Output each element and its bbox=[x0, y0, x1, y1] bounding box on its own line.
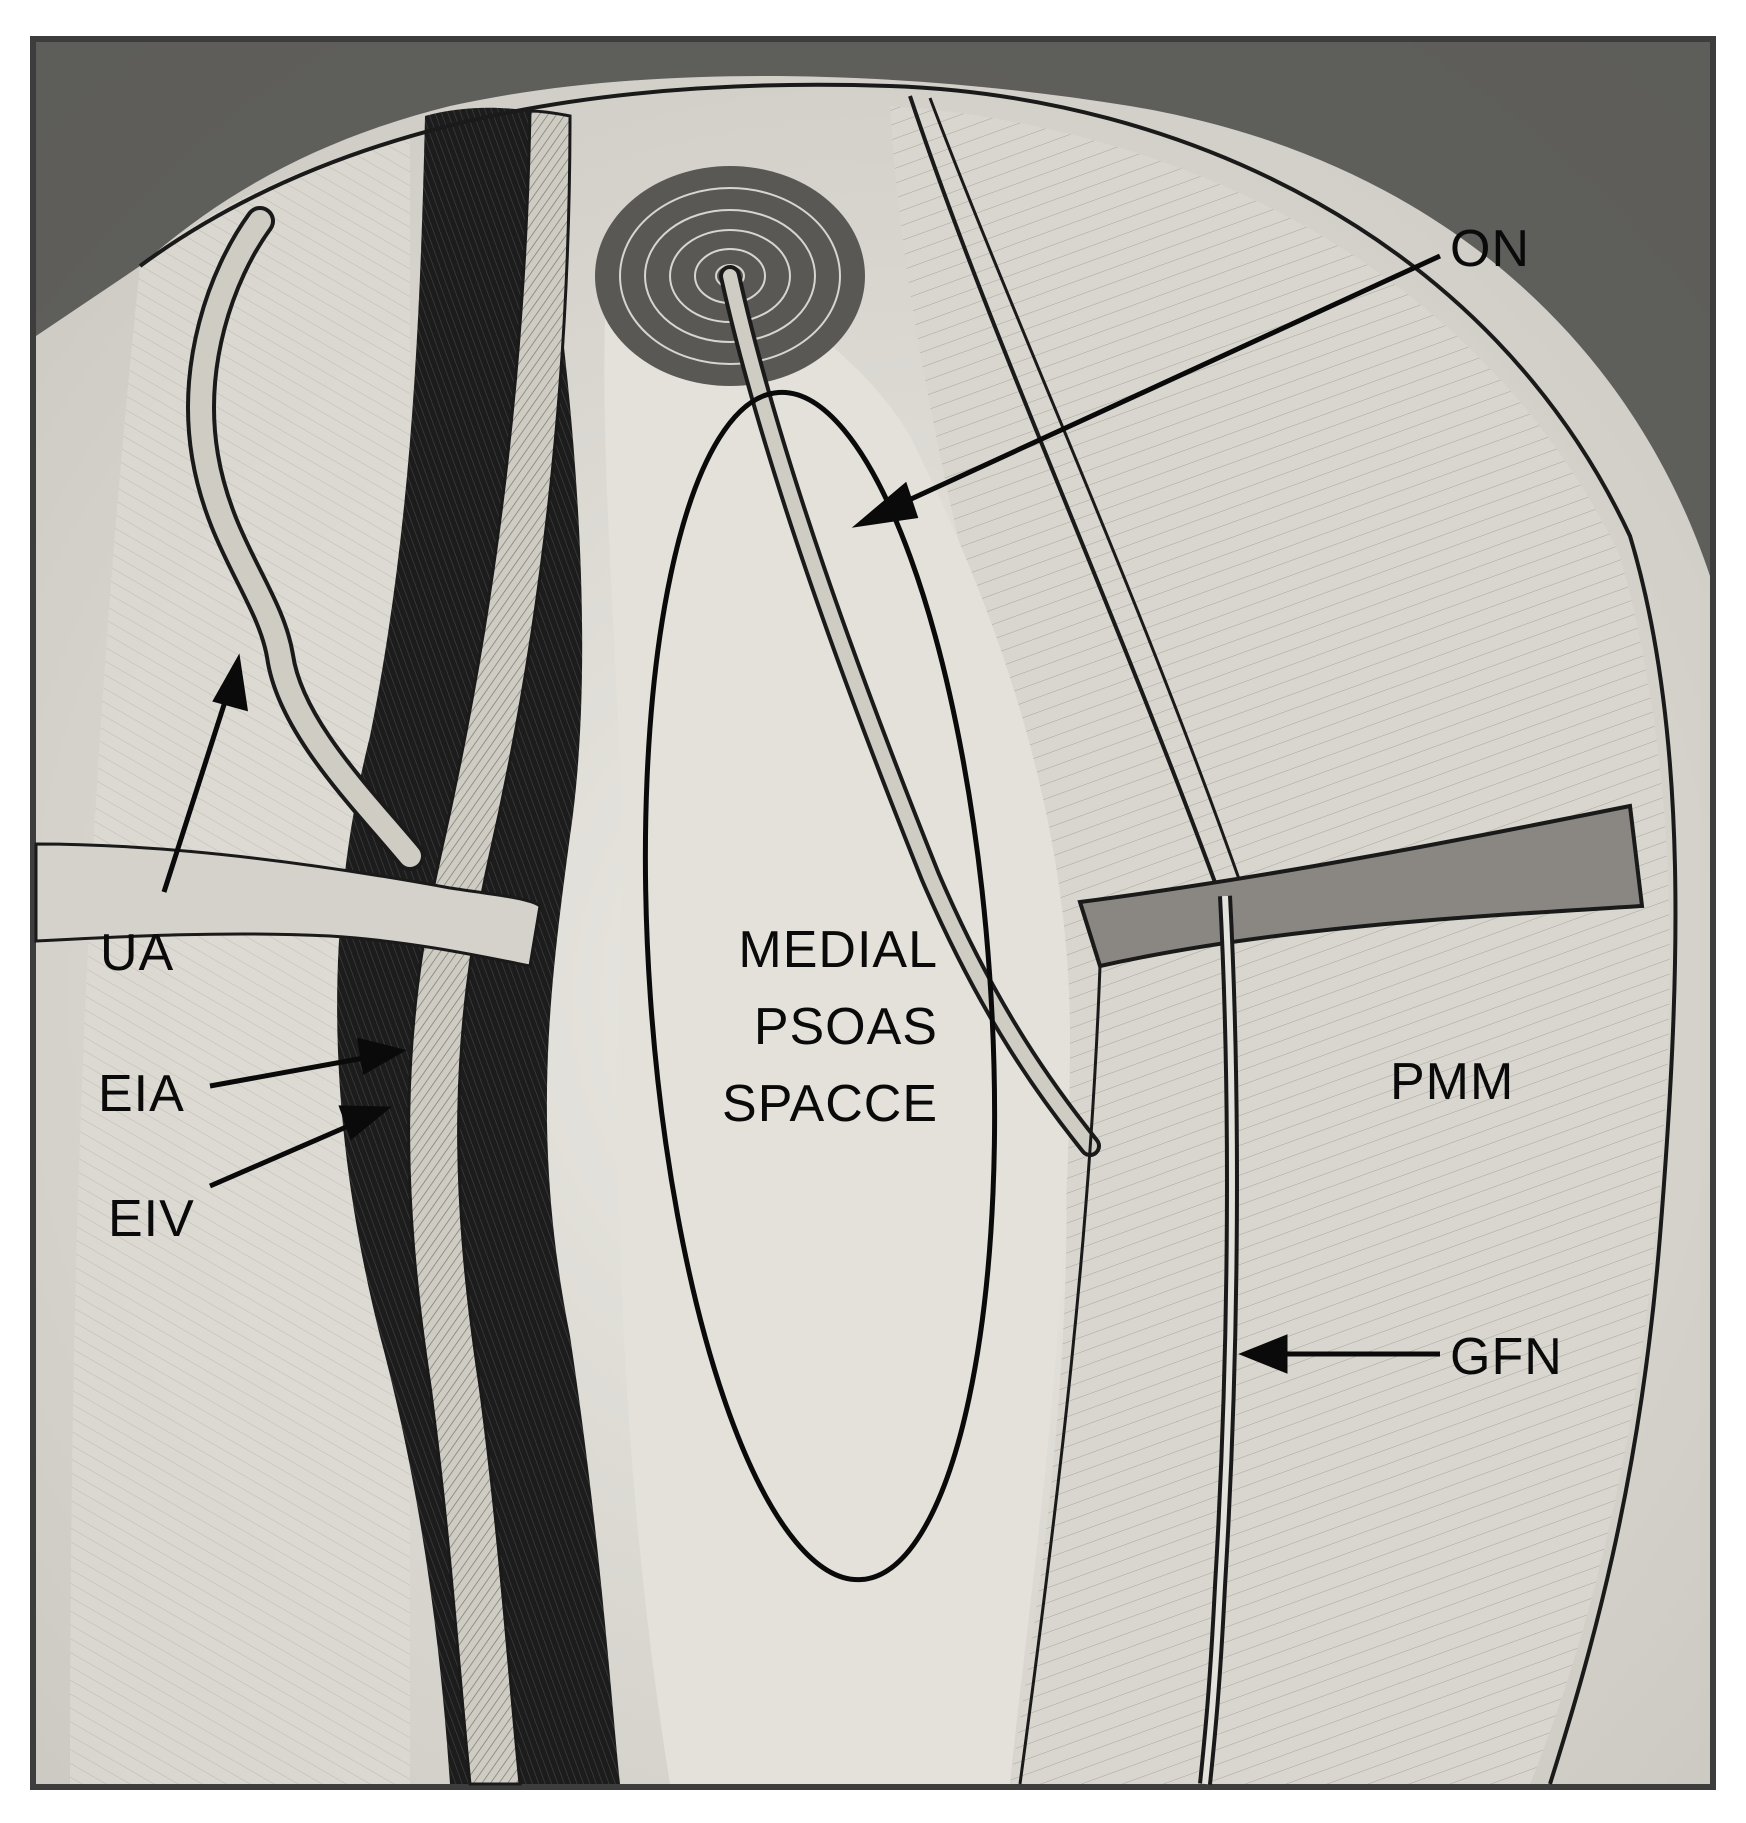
eia-label: EIA bbox=[98, 1065, 185, 1123]
label-arrows bbox=[161, 253, 1442, 1374]
anatomical-illustration: ON UA EIA EIV MEDIAL PSOAS SPACCE PMM GF… bbox=[30, 36, 1716, 1790]
pmm-label: PMM bbox=[1390, 1053, 1514, 1111]
on-label: ON bbox=[1450, 220, 1530, 278]
ua-arrow bbox=[161, 685, 233, 893]
ua-label: UA bbox=[100, 924, 174, 982]
eiv-arrow bbox=[209, 1118, 361, 1189]
psoas-major-muscle bbox=[890, 106, 1670, 1784]
round-ligament bbox=[34, 842, 542, 968]
external-iliac-artery bbox=[407, 109, 572, 1786]
dome-outline bbox=[138, 82, 1678, 1785]
medial-label-line2: PSOAS bbox=[754, 998, 938, 1056]
eia-arrow bbox=[209, 1053, 376, 1089]
medial-label-line1: MEDIAL bbox=[738, 921, 938, 979]
gfn-label: GFN bbox=[1450, 1328, 1563, 1386]
medial-label-line3: SPACCE bbox=[722, 1075, 938, 1133]
medial-psoas-space-outline bbox=[642, 389, 998, 1583]
eiv-label: EIV bbox=[108, 1190, 195, 1248]
fascia-line bbox=[908, 95, 1222, 897]
upper-left-shadow bbox=[36, 42, 1710, 576]
fascia-line bbox=[928, 97, 1247, 897]
left-fibrous-tissue bbox=[70, 136, 410, 1784]
muscle-edge-line bbox=[1018, 965, 1102, 1785]
medial-region bbox=[604, 236, 1070, 1784]
on-arrow bbox=[883, 253, 1442, 514]
